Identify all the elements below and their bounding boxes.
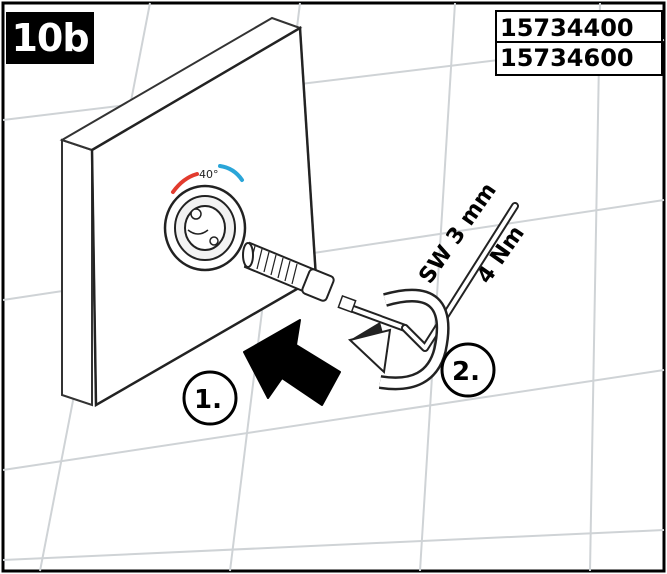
thermostat-plate (59, 16, 318, 408)
step-2-label: 2. (452, 357, 480, 387)
cold-indicator (218, 164, 244, 182)
rotate-arrow-icon (347, 288, 450, 391)
article-number-box: 15734400 15734600 (495, 10, 663, 76)
article-number: 15734600 (500, 44, 634, 72)
hex-key-icon (337, 202, 519, 352)
push-arrow-icon (243, 319, 341, 406)
step-1-label: 1. (194, 385, 222, 415)
article-number: 15734400 (500, 14, 634, 42)
article-divider (497, 41, 661, 43)
hot-indicator (171, 172, 199, 194)
step-badge: 10b (6, 12, 94, 64)
spindle-extension (242, 241, 335, 302)
step-1-marker: 1. (182, 370, 238, 426)
dial-mount (163, 184, 247, 272)
temperature-label: 40° (199, 168, 219, 181)
step-2-marker: 2. (440, 342, 496, 398)
